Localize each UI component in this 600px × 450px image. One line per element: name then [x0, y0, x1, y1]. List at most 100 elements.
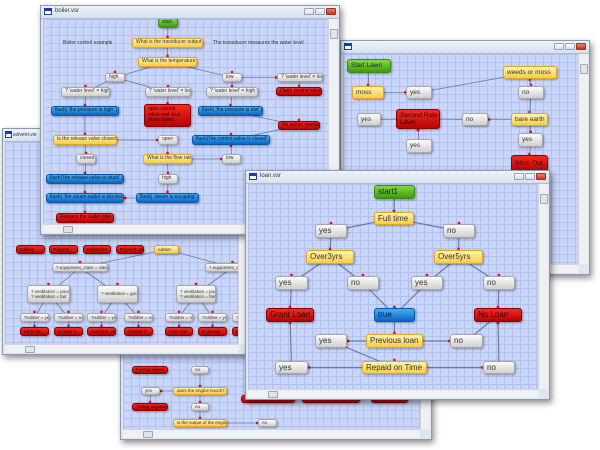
action-node[interactable]: D grease	[198, 327, 227, 336]
action-node[interactable]: machine_wash	[87, 327, 116, 336]
minimize-button[interactable]	[514, 173, 524, 180]
maximize-button[interactable]	[315, 8, 325, 15]
action-node[interactable]: ACD 106	[165, 327, 193, 336]
horizontal-scrollbar[interactable]	[5, 344, 238, 353]
answer-node[interactable]: yes	[406, 139, 432, 153]
decision-node[interactable]: Full time	[374, 212, 414, 225]
close-button[interactable]	[536, 173, 546, 180]
answer-node[interactable]: low	[222, 73, 242, 82]
action-node[interactable]: Pulverizer	[83, 245, 111, 254]
message-node[interactable]: flash( 'the steam outlet is blocked' )	[46, 193, 124, 203]
decision-node[interactable]: moss	[352, 86, 384, 99]
answer-node[interactable]: ?rubber = no	[54, 313, 83, 322]
answer-node[interactable]: no	[258, 419, 277, 427]
message-node[interactable]: true	[374, 308, 415, 322]
action-node[interactable]: No action needed	[278, 121, 320, 130]
minimize-button[interactable]	[554, 43, 564, 50]
action-node[interactable]: open control valve and shut down tubes	[144, 104, 191, 127]
action-node[interactable]: Galvay	[16, 245, 45, 254]
answer-node[interactable]: ?rubber = yes	[20, 313, 49, 322]
message-node[interactable]: flash( 'steam is escaping' )	[136, 193, 199, 203]
title-bar[interactable]: boiler.vsr	[41, 6, 339, 19]
answer-node[interactable]: yes	[315, 224, 347, 238]
scroll-thumb[interactable]	[25, 346, 35, 353]
answer-node[interactable]: no	[347, 276, 379, 290]
answer-node[interactable]: high	[158, 174, 178, 184]
answer-node[interactable]: ? equipment_class = c	[205, 263, 238, 272]
decision-node[interactable]: What is the temperature?	[138, 57, 197, 67]
answer-node[interactable]: yes	[518, 133, 543, 147]
scroll-thumb[interactable]	[143, 431, 153, 438]
answer-node[interactable]: low	[222, 154, 241, 164]
answer-node[interactable]: no	[462, 113, 488, 126]
message-node[interactable]: flash('the release valve is stuck' )	[46, 174, 124, 184]
answer-node[interactable]: open	[158, 135, 178, 145]
answer-node[interactable]: yes	[357, 113, 381, 126]
answer-node[interactable]: ? ventilation = good	[97, 285, 138, 303]
answer-node[interactable]: yes	[315, 334, 347, 348]
action-node[interactable]: MCD 99	[20, 327, 49, 336]
answer-node[interactable]: ? 'water level' = low	[277, 73, 323, 82]
action-node[interactable]: Grant Loan	[266, 308, 314, 322]
scroll-thumb[interactable]	[63, 226, 73, 233]
answer-node[interactable]: ?rubber = no	[124, 313, 153, 322]
maximize-button[interactable]	[525, 173, 535, 180]
start-node[interactable]: start	[158, 19, 178, 28]
start-node[interactable]: Start Lawn	[347, 59, 391, 73]
message-node[interactable]: flash( 'the pressure is high' )	[51, 106, 119, 116]
decision-node[interactable]: bare earth	[511, 113, 548, 126]
message-node[interactable]: flash( 'the pressure is low' )	[198, 106, 263, 116]
close-button[interactable]	[326, 8, 336, 15]
minimize-button[interactable]	[304, 8, 314, 15]
decision-node[interactable]: What is the flow rate?	[143, 154, 192, 164]
decision-node[interactable]: weeds or moss	[503, 66, 557, 79]
answer-node[interactable]: ?rubber = yes	[198, 313, 227, 322]
action-node[interactable]: No Loan	[474, 308, 522, 322]
decision-node[interactable]: Over3yrs	[306, 250, 354, 264]
horizontal-scrollbar[interactable]	[248, 389, 538, 398]
answer-node[interactable]: yes	[275, 276, 308, 290]
answer-node[interactable]: yes	[406, 86, 432, 99]
scroll-thumb[interactable]	[330, 29, 338, 39]
action-node[interactable]: Replace the outlet pipe	[56, 213, 114, 223]
horizontal-scrollbar[interactable]	[123, 429, 420, 438]
vertical-scrollbar[interactable]	[578, 54, 588, 264]
answer-node[interactable]: no	[518, 86, 544, 99]
action-node[interactable]: Polyurol	[49, 245, 78, 254]
scroll-thumb[interactable]	[540, 194, 548, 204]
message-node[interactable]: flash('the control valve is closed' )	[192, 135, 270, 145]
answer-node[interactable]: ? 'water level' = low	[145, 87, 191, 97]
decision-node[interactable]: What is the transducer output ?	[132, 38, 203, 48]
answer-node[interactable]: no	[191, 366, 209, 374]
start-node[interactable]: start1	[374, 185, 415, 199]
answer-node[interactable]: no	[443, 224, 475, 238]
answer-node[interactable]: yes	[411, 276, 443, 290]
answer-node[interactable]: no	[191, 403, 209, 411]
title-bar[interactable]	[341, 41, 589, 54]
answer-node[interactable]: ? 'water level' = high	[206, 87, 258, 97]
answer-node[interactable]: closed	[76, 154, 96, 164]
answer-node[interactable]: yes	[141, 387, 160, 395]
action-node[interactable]: Cooper 2	[124, 327, 153, 336]
answer-node[interactable]: no	[450, 334, 483, 348]
answer-node[interactable]: ? 'water level' = high	[61, 87, 110, 97]
decision-node[interactable]: Previous loan	[366, 334, 423, 348]
title-bar[interactable]: loan.vsr	[246, 171, 549, 184]
action-node[interactable]: Timing adjustment	[132, 403, 168, 411]
vertical-scrollbar[interactable]	[538, 184, 548, 389]
decision-node[interactable]: rubber	[154, 245, 179, 254]
answer-node[interactable]: no	[483, 361, 515, 374]
decision-node[interactable]: Repaid on Time	[362, 361, 427, 374]
answer-node[interactable]: ? equipment_class = class_II	[52, 263, 108, 272]
answer-node[interactable]: ?rubber	[232, 313, 238, 322]
action-node[interactable]: Fuel air wheel	[132, 366, 168, 374]
horizontal-scrollbar[interactable]	[43, 224, 328, 233]
action-node[interactable]: Cooper 1	[54, 327, 83, 336]
answer-node[interactable]: ? ventilation = poor or ? ventilation = …	[27, 285, 70, 303]
action-node[interactable]: Second Rate Lawn	[396, 109, 440, 129]
answer-node[interactable]: ?rubber = yes	[87, 313, 116, 322]
scroll-thumb[interactable]	[580, 64, 588, 74]
decision-node[interactable]: does the engine knock?	[173, 387, 227, 395]
